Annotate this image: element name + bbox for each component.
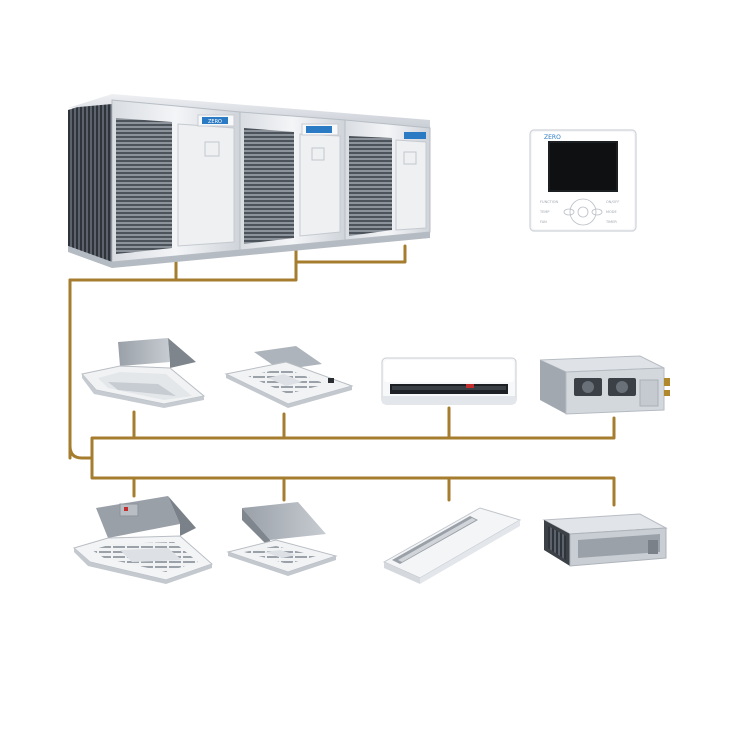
outdoor-brand-label-1: ZERO [208,119,222,125]
indoor-unit-wall-mounted [381,357,517,405]
indoor-unit-four-way-cassette-large [72,496,213,584]
indoor-unit-slim-duct [542,513,668,567]
outdoor-module-2 [239,111,346,251]
svg-text:TIMER: TIMER [605,220,617,224]
svg-text:FUNCTION: FUNCTION [540,200,559,204]
svg-text:TEMP: TEMP [539,210,549,214]
outdoor-base [68,232,430,268]
indoor-unit-one-way-cassette [81,338,206,408]
outdoor-module-3 [344,119,431,241]
wired-controller: ZERO FUNCTION ON/OFF TEMP MODE FAN TIMER [529,129,637,232]
branch-line-row1 [90,406,616,460]
outdoor-unit: ZERO [68,94,431,268]
outdoor-module-1: ZERO [111,99,241,263]
controller-buttons: FUNCTION ON/OFF TEMP MODE FAN TIMER [539,200,619,224]
branch-line-row2 [90,456,616,507]
controller-brand-label: ZERO [544,134,561,141]
indoor-unit-four-way-cassette [224,346,354,408]
outdoor-brand-badge-2 [306,126,332,133]
outdoor-brand-badge-1 [202,117,228,124]
indoor-unit-duct [539,355,670,415]
controller-dpad [563,198,603,226]
refrigerant-piping [68,244,616,507]
indoor-unit-ceiling-floor [382,507,522,584]
outdoor-brand-badge-3 [404,132,426,139]
svg-text:MODE: MODE [606,210,617,214]
outdoor-header-pipe-right [174,244,407,282]
outdoor-side-coil [68,96,112,262]
svg-text:ON/OFF: ON/OFF [606,200,619,204]
indoor-unit-compact-cassette [226,502,338,576]
svg-text:FAN: FAN [540,220,547,224]
trunk-pipe [68,278,94,460]
